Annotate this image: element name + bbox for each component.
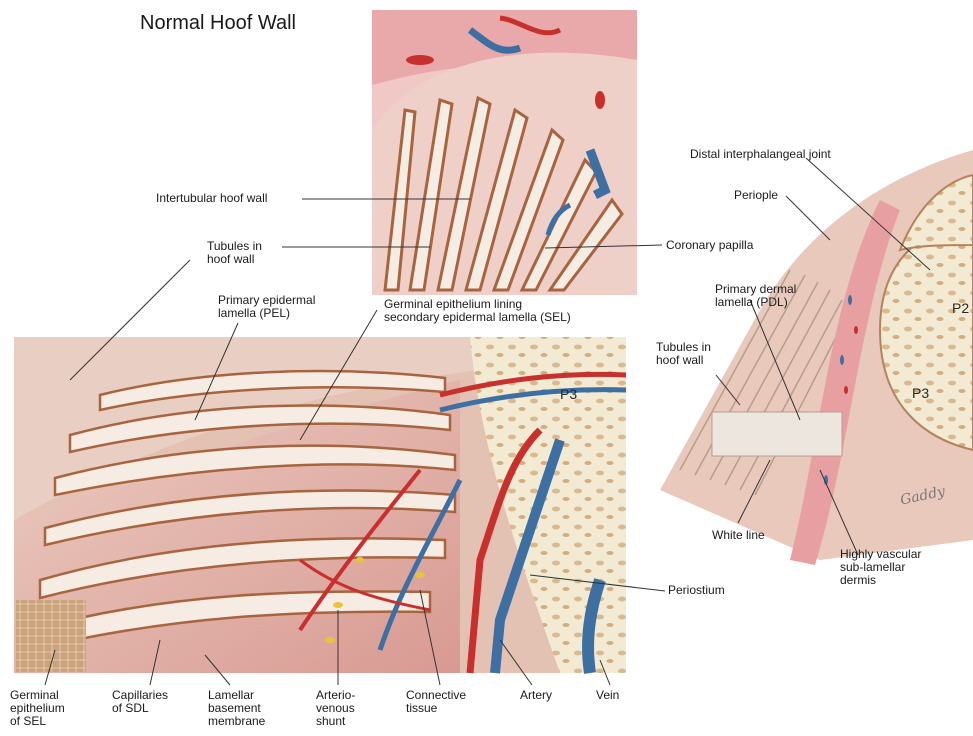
label-vein: Vein <box>596 689 619 702</box>
label-tubules-in-hoof-wall-right: Tubules in hoof wall <box>656 341 711 367</box>
main-cross-section-panel <box>14 337 626 673</box>
label-lamellar-basement-membrane: Lamellar basement membrane <box>208 689 265 728</box>
label-primary-epidermal-lamella: Primary epidermal lamella (PEL) <box>218 294 315 320</box>
germinal-epithelium-block <box>16 600 86 672</box>
label-white-line: White line <box>712 529 765 542</box>
top-inset-panel <box>372 10 637 295</box>
label-primary-dermal-lamella: Primary dermal lamella (PDL) <box>715 283 796 309</box>
label-artery: Artery <box>520 689 552 702</box>
label-tubules-in-hoof-wall: Tubules in hoof wall <box>207 240 262 266</box>
label-connective-tissue: Connective tissue <box>406 689 466 715</box>
label-germinal-epithelium-lining: Germinal epithelium lining secondary epi… <box>384 298 571 324</box>
label-periostium: Periostium <box>668 584 725 597</box>
label-coronary-papilla: Coronary papilla <box>666 239 753 252</box>
label-intertubular-hoof-wall: Intertubular hoof wall <box>156 192 267 205</box>
diagram-title: Normal Hoof Wall <box>140 12 296 35</box>
label-highly-vascular: Highly vascular sub-lamellar dermis <box>840 548 921 587</box>
label-distal-interphalangeal-joint: Distal interphalangeal joint <box>690 148 831 161</box>
bone-label-p3-main: P3 <box>560 386 577 402</box>
label-germinal-epithelium-of-sel: Germinal epithelium of SEL <box>10 689 65 728</box>
label-periople: Periople <box>734 189 778 202</box>
label-arterio-venous-shunt: Arterio- venous shunt <box>316 689 355 728</box>
tubule-cutaway-block <box>712 412 842 456</box>
bone-label-p2-right: P2 <box>952 300 969 316</box>
bone-label-p3-right: P3 <box>912 385 929 401</box>
label-capillaries-of-sdl: Capillaries of SDL <box>112 689 168 715</box>
